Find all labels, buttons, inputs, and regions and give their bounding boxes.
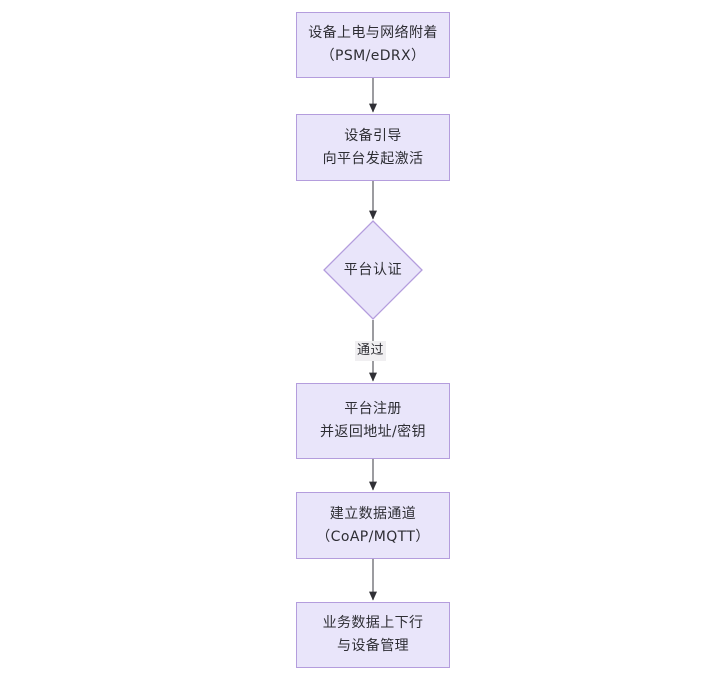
node-power-on-line-1: 设备上电与网络附着 xyxy=(308,25,438,41)
node-platform-register-line-2: 并返回地址/密钥 xyxy=(320,424,426,440)
node-data-channel-line-1: 建立数据通道 xyxy=(329,505,417,522)
node-bootstrap-line-2: 向平台发起激活 xyxy=(322,150,424,167)
node-data-channel[interactable]: 建立数据通道 （CoAP/MQTT） xyxy=(296,492,450,559)
node-bootstrap[interactable]: 设备引导 向平台发起激活 xyxy=(296,114,450,181)
node-power-on[interactable]: 设备上电与网络附着 （PSM/eDRX） xyxy=(296,12,450,78)
node-platform-register-line-1: 平台注册 xyxy=(344,401,402,417)
node-data-channel-line-2: （CoAP/MQTT） xyxy=(316,528,430,545)
node-service-data-line-2: 与设备管理 xyxy=(337,638,409,654)
edge-label-pass: 通过 xyxy=(355,341,387,361)
node-platform-auth[interactable]: 平台认证 xyxy=(323,220,423,320)
node-power-on-line-2: （PSM/eDRX） xyxy=(320,48,426,64)
diamond-shape-icon xyxy=(323,220,423,320)
node-service-data-line-1: 业务数据上下行 xyxy=(322,615,424,631)
node-platform-register[interactable]: 平台注册 并返回地址/密钥 xyxy=(296,383,450,459)
node-platform-auth-label: 平台认证 xyxy=(343,261,403,278)
node-bootstrap-line-1: 设备引导 xyxy=(344,127,402,144)
node-service-data[interactable]: 业务数据上下行 与设备管理 xyxy=(296,602,450,668)
